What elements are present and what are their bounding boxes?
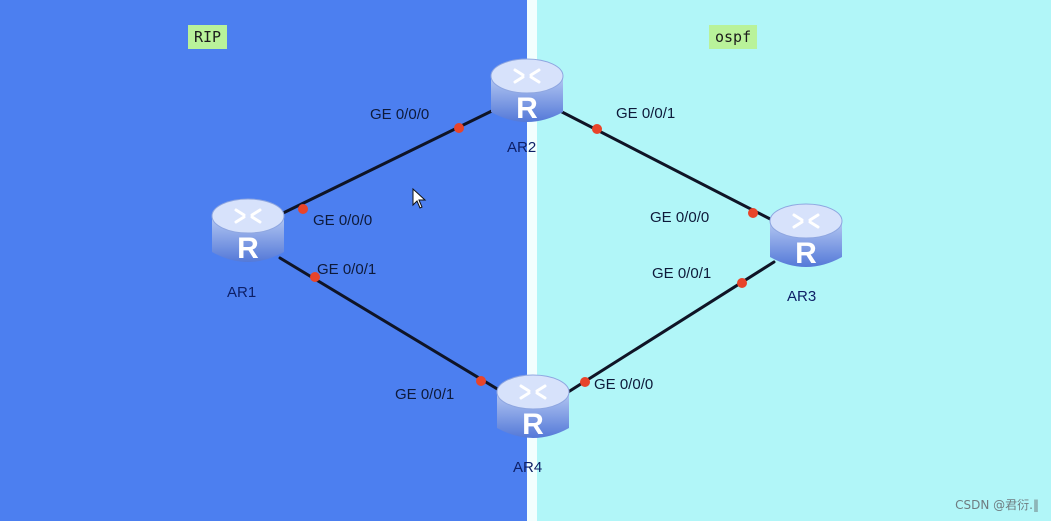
router-icon[interactable]: R bbox=[494, 370, 572, 448]
router-name-ar1: AR1 bbox=[227, 284, 257, 301]
port-dot bbox=[580, 377, 590, 387]
mouse-cursor-icon bbox=[412, 187, 427, 209]
port-label-ar4-ge001: GE 0/0/1 bbox=[395, 386, 455, 403]
rip-area-background bbox=[0, 0, 527, 521]
router-name-ar2: AR2 bbox=[507, 139, 537, 156]
port-dot bbox=[310, 272, 320, 282]
area-divider bbox=[527, 0, 537, 521]
ospf-area-label: ospf bbox=[709, 25, 758, 49]
router-name-ar3: AR3 bbox=[787, 288, 817, 305]
rip-area-label: RIP bbox=[188, 25, 228, 49]
port-label-ar2-ge000: GE 0/0/0 bbox=[370, 106, 430, 123]
port-dot bbox=[737, 278, 747, 288]
svg-text:R: R bbox=[516, 92, 538, 125]
router-icon[interactable]: R bbox=[767, 199, 845, 277]
router-name-ar4: AR4 bbox=[513, 459, 543, 476]
watermark: CSDN @君衍.‖ bbox=[955, 498, 1039, 512]
port-dot bbox=[592, 124, 602, 134]
port-label-ar4-ge000: GE 0/0/0 bbox=[594, 376, 654, 393]
port-label-ar1-ge000: GE 0/0/0 bbox=[313, 212, 373, 229]
port-dot bbox=[476, 376, 486, 386]
svg-text:R: R bbox=[237, 232, 259, 265]
port-label-ar3-ge001: GE 0/0/1 bbox=[652, 265, 712, 282]
svg-text:R: R bbox=[795, 237, 817, 270]
svg-text:R: R bbox=[522, 408, 544, 441]
port-dot bbox=[298, 204, 308, 214]
port-label-ar3-ge000: GE 0/0/0 bbox=[650, 209, 710, 226]
port-label-ar1-ge001: GE 0/0/1 bbox=[317, 261, 377, 278]
port-dot bbox=[748, 208, 758, 218]
port-dot bbox=[454, 123, 464, 133]
router-icon[interactable]: R bbox=[209, 194, 287, 272]
router-icon[interactable]: R bbox=[488, 54, 566, 132]
port-label-ar2-ge001: GE 0/0/1 bbox=[616, 105, 676, 122]
